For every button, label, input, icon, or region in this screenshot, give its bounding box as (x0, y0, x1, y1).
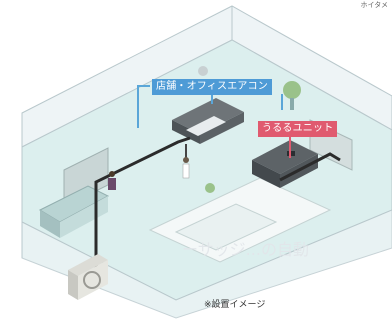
aircon-right-side (200, 112, 244, 144)
uruoi-unit-top (252, 140, 318, 174)
outdoor-unit-side (68, 270, 78, 300)
refrigerant-pipe (94, 136, 191, 206)
staff-head (109, 171, 115, 177)
wall-clock (198, 66, 208, 76)
outdoor-fan-icon (83, 271, 101, 289)
plant-pot (290, 98, 294, 110)
uruoi-pipe (279, 152, 341, 182)
corner-text: ホイタメ (360, 1, 388, 9)
aircon-left-side (172, 120, 200, 144)
person-head (183, 157, 189, 163)
aircon-top (172, 98, 244, 134)
table (174, 203, 278, 251)
uruoi-unit-left-side (252, 160, 280, 188)
aircon-signal-line-left (137, 85, 150, 128)
installation-image-caption: ※設置イメージ (204, 300, 266, 310)
plant-icon (283, 81, 301, 99)
staff-body (108, 178, 116, 190)
uruoi-unit-label: うるるユニット (258, 121, 338, 137)
person-body (182, 163, 190, 179)
small-plant-icon (205, 183, 215, 193)
aircon-grille (186, 116, 226, 136)
aircon-label: 店舗・オフィスエアコン (152, 79, 272, 95)
reception-counter-side (40, 210, 60, 238)
background-watermark-text: ーサッジ...の自動 (182, 240, 309, 259)
outdoor-unit-top (68, 254, 108, 276)
outdoor-unit-front (78, 260, 108, 300)
